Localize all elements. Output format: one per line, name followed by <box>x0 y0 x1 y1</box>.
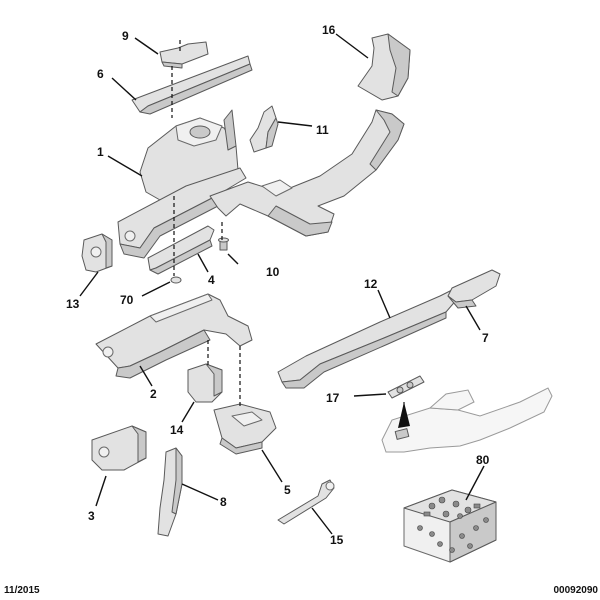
callout-17: 17 <box>326 391 340 405</box>
part-1-front-structure[interactable] <box>117 109 405 259</box>
part-6-rail[interactable] <box>131 55 253 115</box>
part-11-bracket[interactable] <box>249 105 279 153</box>
callout-13: 13 <box>66 297 80 311</box>
footer-reference: 00092090 <box>553 585 599 596</box>
callout-labels: 9 6 16 11 1 4 10 13 70 12 7 2 17 14 80 5… <box>66 23 490 547</box>
callout-7: 7 <box>482 331 489 345</box>
callout-12: 12 <box>364 277 378 291</box>
callout-2: 2 <box>150 387 157 401</box>
callout-80: 80 <box>476 453 490 467</box>
callout-3: 3 <box>88 509 95 523</box>
leader-lines <box>79 33 485 535</box>
part-15-rod[interactable] <box>277 479 335 525</box>
part-9-bracket[interactable] <box>159 41 209 69</box>
part-2-lower-rail[interactable] <box>95 293 253 379</box>
part-14-bracket[interactable] <box>187 363 223 403</box>
part-10-fastener[interactable] <box>218 237 229 251</box>
part-17-connector[interactable] <box>387 375 425 399</box>
callout-14: 14 <box>170 423 184 437</box>
part-12-sill[interactable] <box>277 289 459 389</box>
callout-4: 4 <box>208 273 215 287</box>
assembly-lines <box>171 40 405 420</box>
callout-16: 16 <box>322 23 336 37</box>
part-80-fastener-kit[interactable] <box>403 489 497 563</box>
part-16-reinforcement[interactable] <box>357 33 411 101</box>
callout-70: 70 <box>120 293 134 307</box>
part-5-tray[interactable] <box>213 403 277 455</box>
callout-6: 6 <box>97 67 104 81</box>
callout-11: 11 <box>316 123 329 137</box>
part-70-clip[interactable] <box>170 276 182 284</box>
part-3-plate[interactable] <box>91 425 147 471</box>
footer-date: 11/2015 <box>4 585 40 596</box>
part-8-pillar[interactable] <box>157 447 183 537</box>
vehicle-location-outline <box>381 387 553 453</box>
callout-15: 15 <box>330 533 344 547</box>
callout-1: 1 <box>97 145 104 159</box>
callout-5: 5 <box>284 483 291 497</box>
callout-10: 10 <box>266 265 280 279</box>
callout-8: 8 <box>220 495 227 509</box>
part-13-plate[interactable] <box>81 233 113 273</box>
part-7-bracket[interactable] <box>447 269 501 309</box>
callout-9: 9 <box>122 29 129 43</box>
part-4-panel[interactable] <box>147 225 215 275</box>
